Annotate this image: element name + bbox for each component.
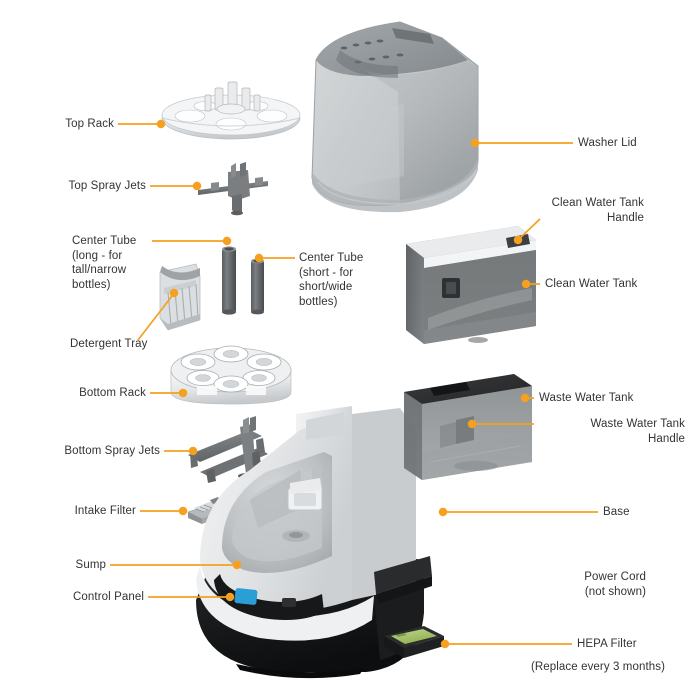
label-intake-filter: Intake Filter	[74, 505, 136, 517]
label-control-panel: Control Panel	[73, 591, 144, 603]
label-top-spray-jets: Top Spray Jets	[68, 180, 146, 192]
part-washer-lid	[311, 21, 479, 213]
part-top-spray-jets	[198, 162, 268, 216]
label-clean-water-tank-handle: Clean Water Tank Handle	[551, 197, 644, 224]
part-base-unit	[196, 406, 432, 679]
label-power-cord: Power Cord (not shown)	[584, 571, 646, 598]
part-waste-water-tank	[404, 374, 532, 480]
label-hepa-filter: HEPA Filter	[577, 638, 637, 650]
part-detergent-tray	[159, 263, 201, 331]
part-hepa-filter	[384, 626, 444, 658]
label-detergent-tray: Detergent Tray	[70, 338, 148, 350]
label-bottom-spray-jets: Bottom Spray Jets	[64, 445, 160, 457]
label-bottom-rack: Bottom Rack	[79, 387, 146, 399]
part-top-rack	[161, 81, 301, 140]
label-clean-water-tank: Clean Water Tank	[545, 278, 638, 290]
label-base: Base	[603, 506, 630, 518]
label-washer-lid: Washer Lid	[578, 137, 637, 149]
label-waste-water-tank-handle: Waste Water Tank Handle	[590, 418, 685, 445]
label-center-tube-short: Center Tube (short - for short/wide bott…	[299, 252, 364, 308]
label-waste-water-tank: Waste Water Tank	[539, 392, 634, 404]
part-bottom-rack	[170, 345, 292, 405]
label-hepa-filter-note: (Replace every 3 months)	[530, 661, 666, 673]
label-top-rack: Top Rack	[65, 118, 114, 130]
part-center-tube-long	[222, 246, 236, 315]
part-clean-water-tank	[406, 226, 536, 344]
label-sump: Sump	[75, 559, 106, 571]
label-center-tube-long: Center Tube (long - for tall/narrow bott…	[72, 235, 137, 291]
